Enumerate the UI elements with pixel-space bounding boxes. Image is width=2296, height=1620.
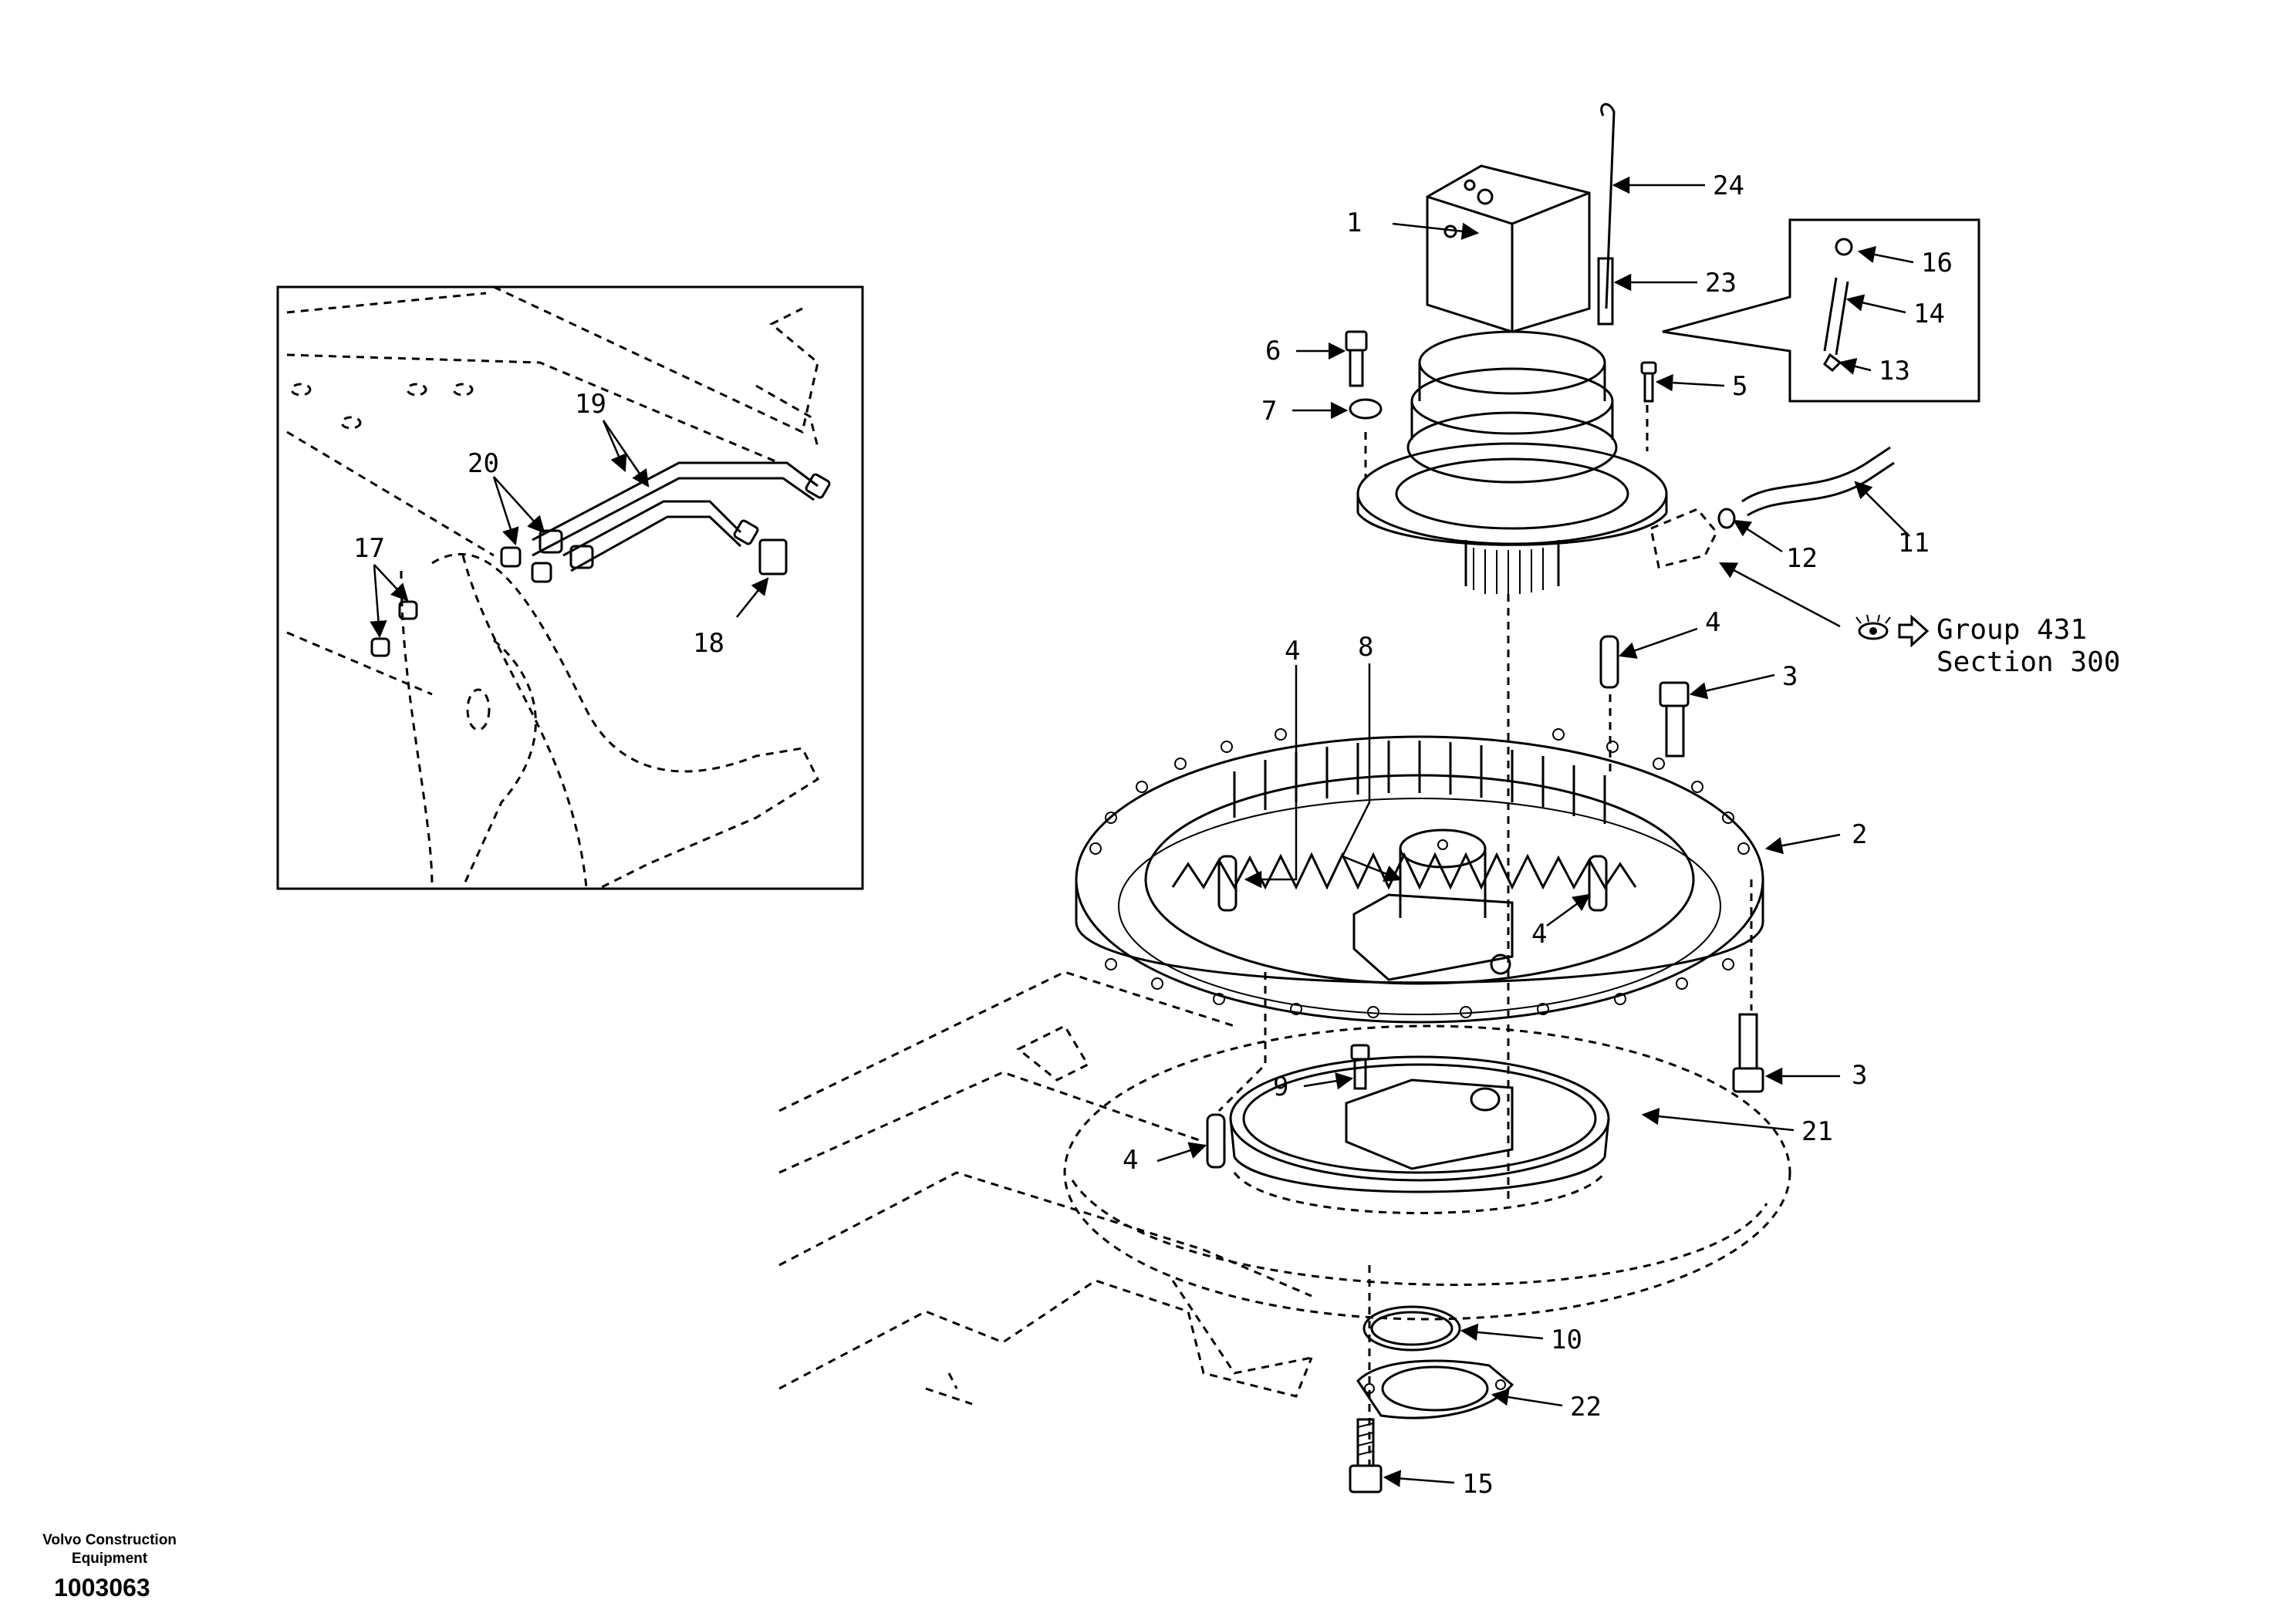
adapters-20 <box>500 529 594 583</box>
leader-lines <box>370 176 1914 1487</box>
callout-7: 7 <box>1261 396 1277 427</box>
bolt-6 <box>1345 330 1368 387</box>
reference-group: Group 431 <box>1936 614 2087 646</box>
reference-section: Section 300 <box>1936 646 2120 678</box>
callout-1: 1 <box>1346 208 1362 238</box>
reference-see-icon <box>1855 614 1930 648</box>
fittings-17 <box>370 600 418 657</box>
callout-4: 4 <box>1285 636 1300 667</box>
brand-line-2: Equipment <box>71 1551 148 1567</box>
bolt-5 <box>1640 361 1657 403</box>
callout-10: 10 <box>1551 1325 1582 1355</box>
callout-23: 23 <box>1705 268 1737 299</box>
callout-16: 16 <box>1921 248 1953 278</box>
callout-12: 12 <box>1786 543 1818 574</box>
bolt-15 <box>1349 1418 1383 1493</box>
callout-4: 4 <box>1123 1145 1138 1176</box>
dipstick-24 <box>1600 103 1616 309</box>
center-pinion-8 <box>1352 829 1514 981</box>
callout-14: 14 <box>1913 299 1945 329</box>
callout-13: 13 <box>1879 356 1910 386</box>
alignment-lines <box>1217 405 1753 1466</box>
callout-19: 19 <box>575 389 606 420</box>
callout-5: 5 <box>1732 371 1747 402</box>
callout-9: 9 <box>1273 1072 1288 1102</box>
callout-4: 4 <box>1705 607 1720 638</box>
bolt-9 <box>1350 1044 1370 1090</box>
hose-11 <box>1741 446 1895 517</box>
callout-3: 3 <box>1852 1060 1867 1091</box>
bolt-holes <box>1089 728 1750 1018</box>
carbody-structure <box>778 970 1791 1406</box>
callout-20: 20 <box>468 448 499 479</box>
callout-4: 4 <box>1531 919 1547 950</box>
hydraulic-pipes-19 <box>532 461 831 572</box>
callout-17: 17 <box>353 533 385 564</box>
callout-2: 2 <box>1852 819 1867 850</box>
callout-24: 24 <box>1713 170 1744 201</box>
inset-frame-structure <box>286 285 819 889</box>
brand-line-1: Volvo Construction <box>42 1532 177 1548</box>
breather-detail-box <box>1662 218 1980 403</box>
callout-6: 6 <box>1265 336 1281 366</box>
o-ring-10 <box>1362 1305 1461 1352</box>
dipstick-tube-23 <box>1597 257 1614 326</box>
callout-21: 21 <box>1801 1116 1833 1147</box>
gasket-22 <box>1356 1359 1514 1419</box>
elbow-fitting <box>1649 508 1718 569</box>
bolts-3 <box>1659 681 1764 1093</box>
seal-12 <box>1717 508 1736 529</box>
inset-frame <box>276 285 864 890</box>
callout-labels: 1 2 3 3 4 4 4 4 5 6 7 8 9 10 11 12 13 14… <box>353 170 1953 1500</box>
inset-detail-view <box>276 285 864 890</box>
washer-7 <box>1349 398 1383 420</box>
lower-ring-21 <box>1229 1055 1610 1214</box>
swing-bearing-ring-2 <box>1075 728 1764 1024</box>
brand-label: Volvo Construction Equipment <box>25 1531 194 1568</box>
plug-18 <box>758 538 788 575</box>
drawing-number: 1003063 <box>54 1574 150 1601</box>
pins-4 <box>1206 635 1619 1169</box>
callout-22: 22 <box>1570 1392 1602 1423</box>
callout-3: 3 <box>1782 661 1798 692</box>
callout-8: 8 <box>1358 632 1373 663</box>
callout-18: 18 <box>693 628 724 659</box>
swing-motor-1 <box>1356 164 1668 594</box>
callout-11: 11 <box>1898 528 1930 559</box>
callout-15: 15 <box>1462 1469 1494 1500</box>
